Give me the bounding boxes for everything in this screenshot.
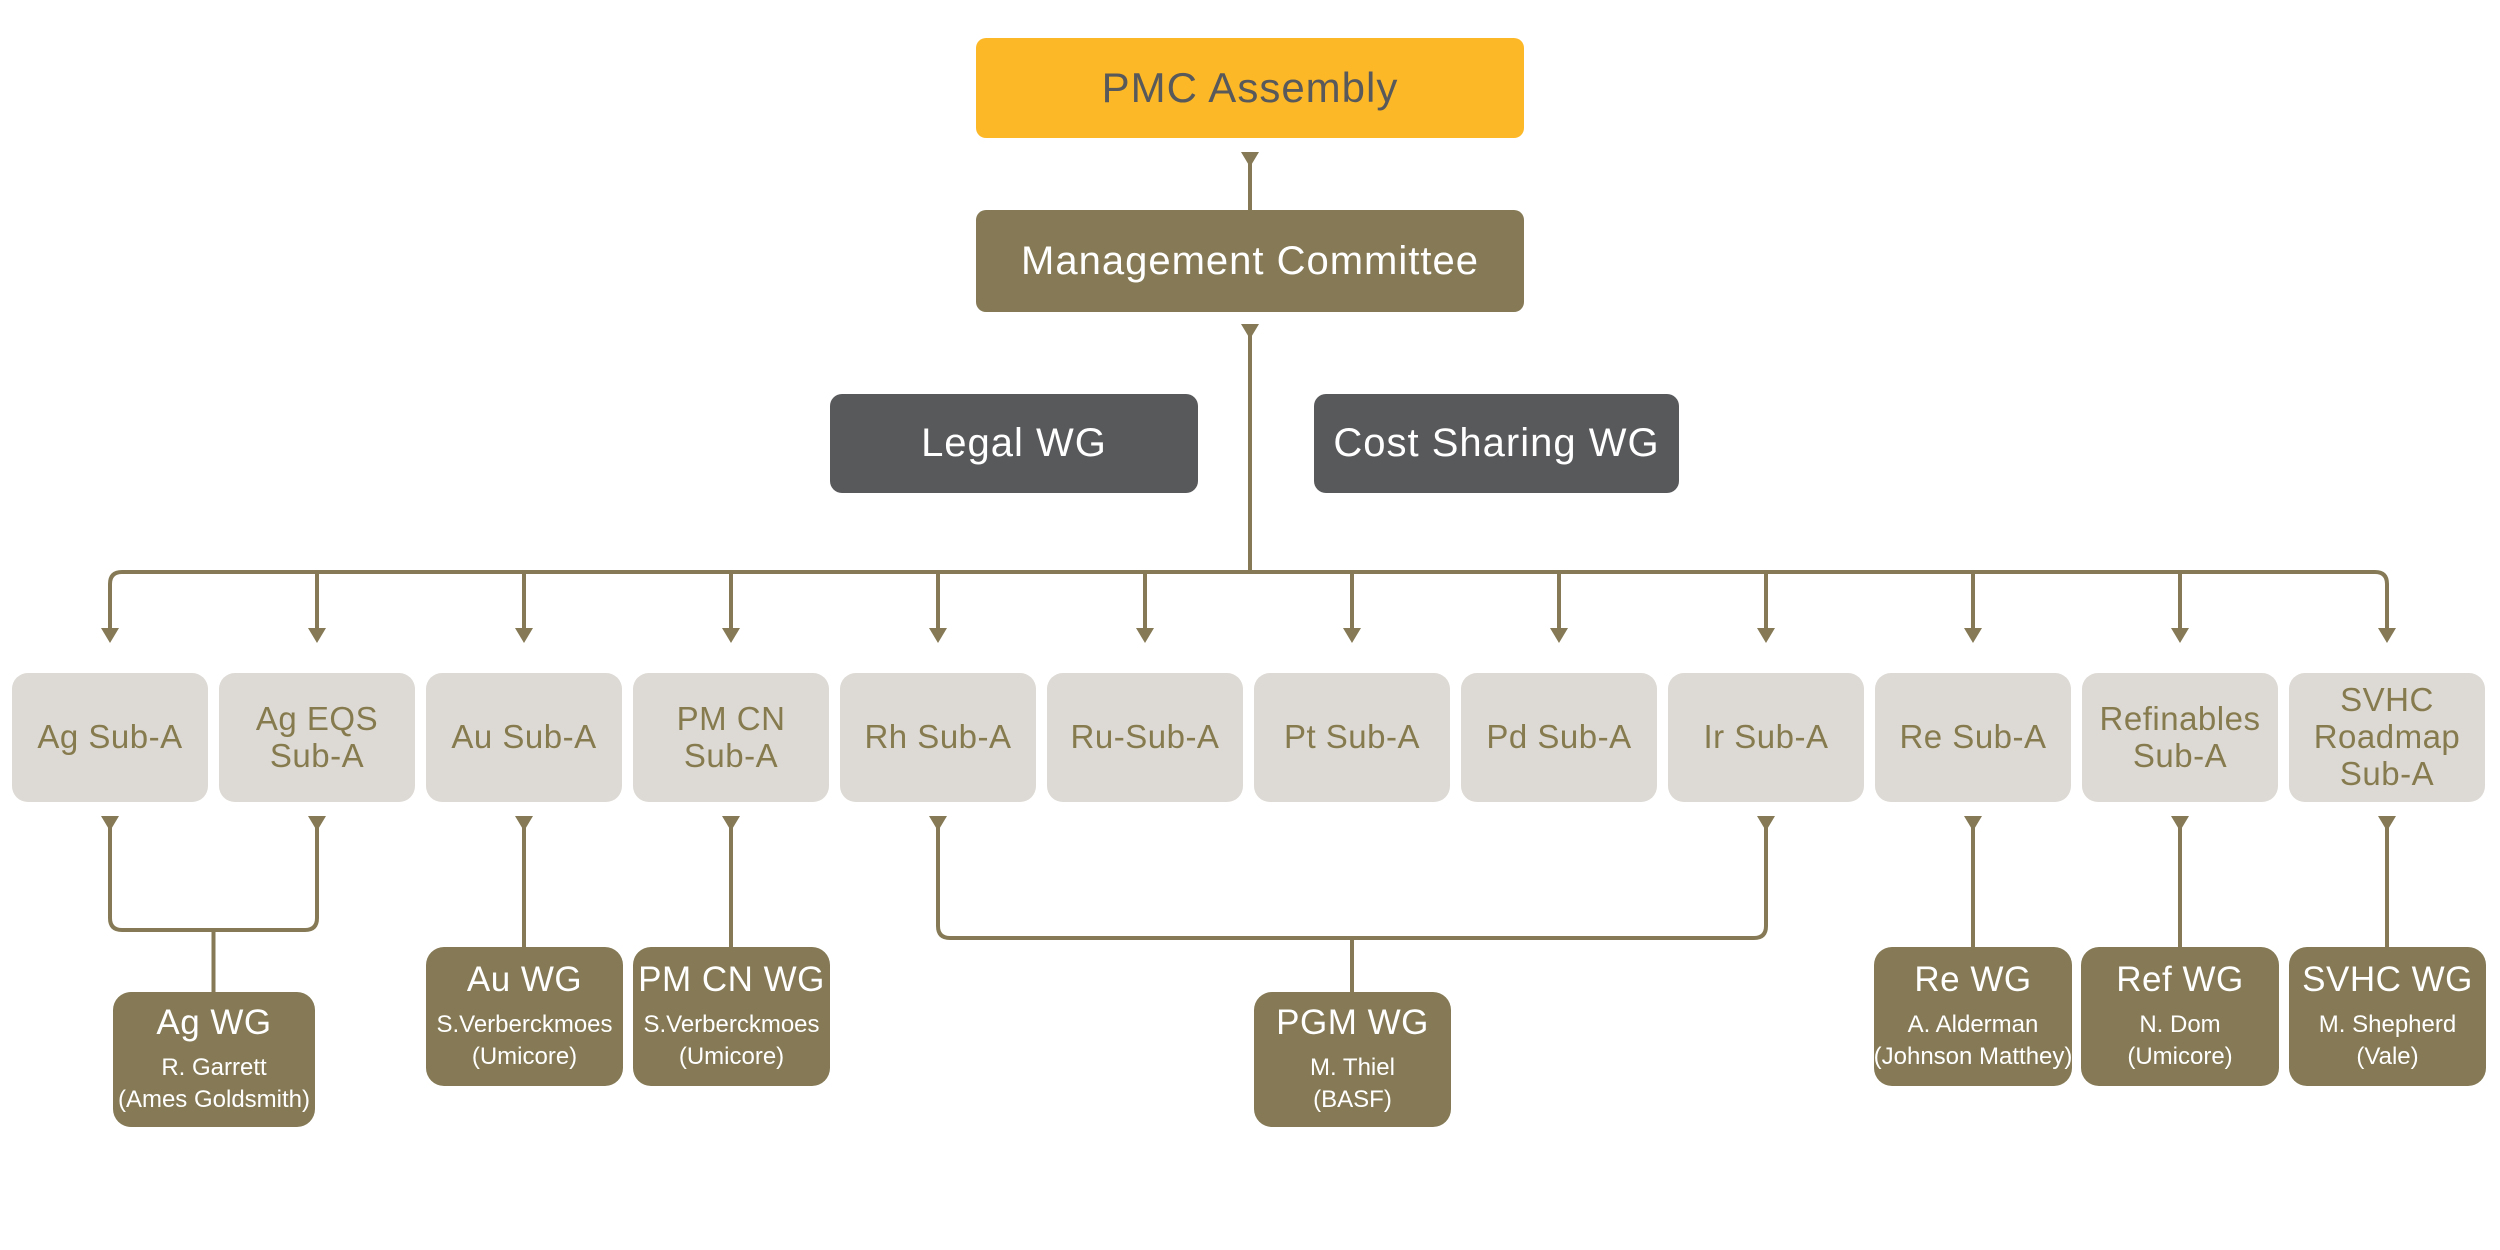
node-sub-assembly-pd: Pd Sub-A <box>1461 673 1657 802</box>
node-ag-wg: Ag WG R. Garrett (Ames Goldsmith) <box>113 992 315 1127</box>
wg-org: (Umicore) <box>471 1043 578 1070</box>
wg-title: Ag WG <box>156 1003 272 1043</box>
node-au-wg: Au WG S.Verberckmoes (Umicore) <box>426 947 623 1086</box>
connector-assembly-management <box>1241 152 1259 210</box>
sub-assembly-label: Ag EQS Sub-A <box>255 699 379 774</box>
connector-svhc <box>2378 816 2396 947</box>
node-pmc-assembly: PMC Assembly <box>976 38 1524 138</box>
node-sub-assembly-refinables: Refinables Sub-A <box>2082 673 2278 802</box>
sub-assembly-label: PM CN Sub-A <box>676 699 786 774</box>
wg-org: (Vale) <box>2356 1043 2419 1070</box>
wg-leader: S.Verberckmoes <box>436 1011 613 1039</box>
node-legal-wg: Legal WG <box>830 394 1198 493</box>
connector-pgm-bracket <box>929 816 1775 992</box>
node-re-wg: Re WG A. Alderman (Johnson Matthey) <box>1874 947 2072 1086</box>
node-sub-assembly-ag: Ag Sub-A <box>12 673 208 802</box>
node-pm-cn-wg: PM CN WG S.Verberckmoes (Umicore) <box>633 947 830 1086</box>
wg-title: PM CN WG <box>638 960 825 1000</box>
node-sub-assembly-au: Au Sub-A <box>426 673 622 802</box>
node-sub-assembly-pt: Pt Sub-A <box>1254 673 1450 802</box>
node-pgm-wg: PGM WG M. Thiel (BASF) <box>1254 992 1451 1127</box>
pmc-assembly-label: PMC Assembly <box>1101 64 1399 111</box>
wg-org: (Umicore) <box>2127 1043 2233 1070</box>
sub-assembly-label: Au Sub-A <box>451 718 597 756</box>
node-sub-assembly-pm-cn: PM CN Sub-A <box>633 673 829 802</box>
wg-org: (Johnson Matthey) <box>1873 1043 2073 1070</box>
sub-assembly-label: Pd Sub-A <box>1486 718 1632 756</box>
sub-assembly-label: Rh Sub-A <box>864 718 1012 756</box>
sub-assembly-label: Refinables Sub-A <box>2099 699 2261 774</box>
node-sub-assembly-ag-eqs: Ag EQS Sub-A <box>219 673 415 802</box>
wg-title: Ref WG <box>2116 960 2244 1000</box>
sub-assembly-label: Ir Sub-A <box>1703 718 1829 756</box>
wg-leader: N. Dom <box>2139 1011 2221 1039</box>
node-sub-assembly-svhc-roadmap: SVHC Roadmap Sub-A <box>2289 673 2485 802</box>
connector-management-distribution <box>1241 324 1259 572</box>
sub-assembly-label: Ag Sub-A <box>37 718 183 756</box>
wg-title: Re WG <box>1914 960 2032 1000</box>
wg-leader: M. Thiel <box>1310 1054 1395 1082</box>
node-sub-assembly-ir: Ir Sub-A <box>1668 673 1864 802</box>
connector-ref <box>2171 816 2189 947</box>
wg-title: Au WG <box>466 960 583 1000</box>
wg-org: (Umicore) <box>678 1043 785 1070</box>
wg-leader: A. Alderman <box>1907 1011 2039 1039</box>
management-committee-label: Management Committee <box>1021 238 1479 283</box>
wg-title: SVHC WG <box>2302 960 2473 1000</box>
node-ref-wg: Ref WG N. Dom (Umicore) <box>2081 947 2279 1086</box>
node-sub-assembly-ru: Ru-Sub-A <box>1047 673 1243 802</box>
wg-leader: S.Verberckmoes <box>643 1011 820 1039</box>
sub-assembly-label: Pt Sub-A <box>1283 718 1421 756</box>
cost-sharing-wg-label: Cost Sharing WG <box>1333 421 1660 465</box>
wg-org: (Ames Goldsmith) <box>117 1086 311 1113</box>
sub-assembly-label: Ru-Sub-A <box>1070 718 1220 756</box>
connector-pmcn <box>722 816 740 947</box>
legal-wg-label: Legal WG <box>921 421 1107 465</box>
node-cost-sharing-wg: Cost Sharing WG <box>1314 394 1679 493</box>
wg-org: (BASF) <box>1313 1086 1392 1113</box>
connector-re <box>1964 816 1982 947</box>
node-sub-assembly-rh: Rh Sub-A <box>840 673 1036 802</box>
node-svhc-wg: SVHC WG M. Shepherd (Vale) <box>2289 947 2486 1086</box>
wg-leader: M. Shepherd <box>2318 1011 2457 1039</box>
connector-au <box>515 816 533 947</box>
node-management-committee: Management Committee <box>976 210 1524 312</box>
sub-assembly-label: Re Sub-A <box>1899 718 2047 756</box>
connector-ag-fork <box>101 816 326 992</box>
wg-title: PGM WG <box>1276 1003 1429 1043</box>
wg-leader: R. Garrett <box>161 1054 267 1082</box>
sub-assembly-label: SVHC Roadmap Sub-A <box>2313 681 2461 792</box>
node-sub-assembly-re: Re Sub-A <box>1875 673 2071 802</box>
distribution-rail <box>101 570 2396 643</box>
